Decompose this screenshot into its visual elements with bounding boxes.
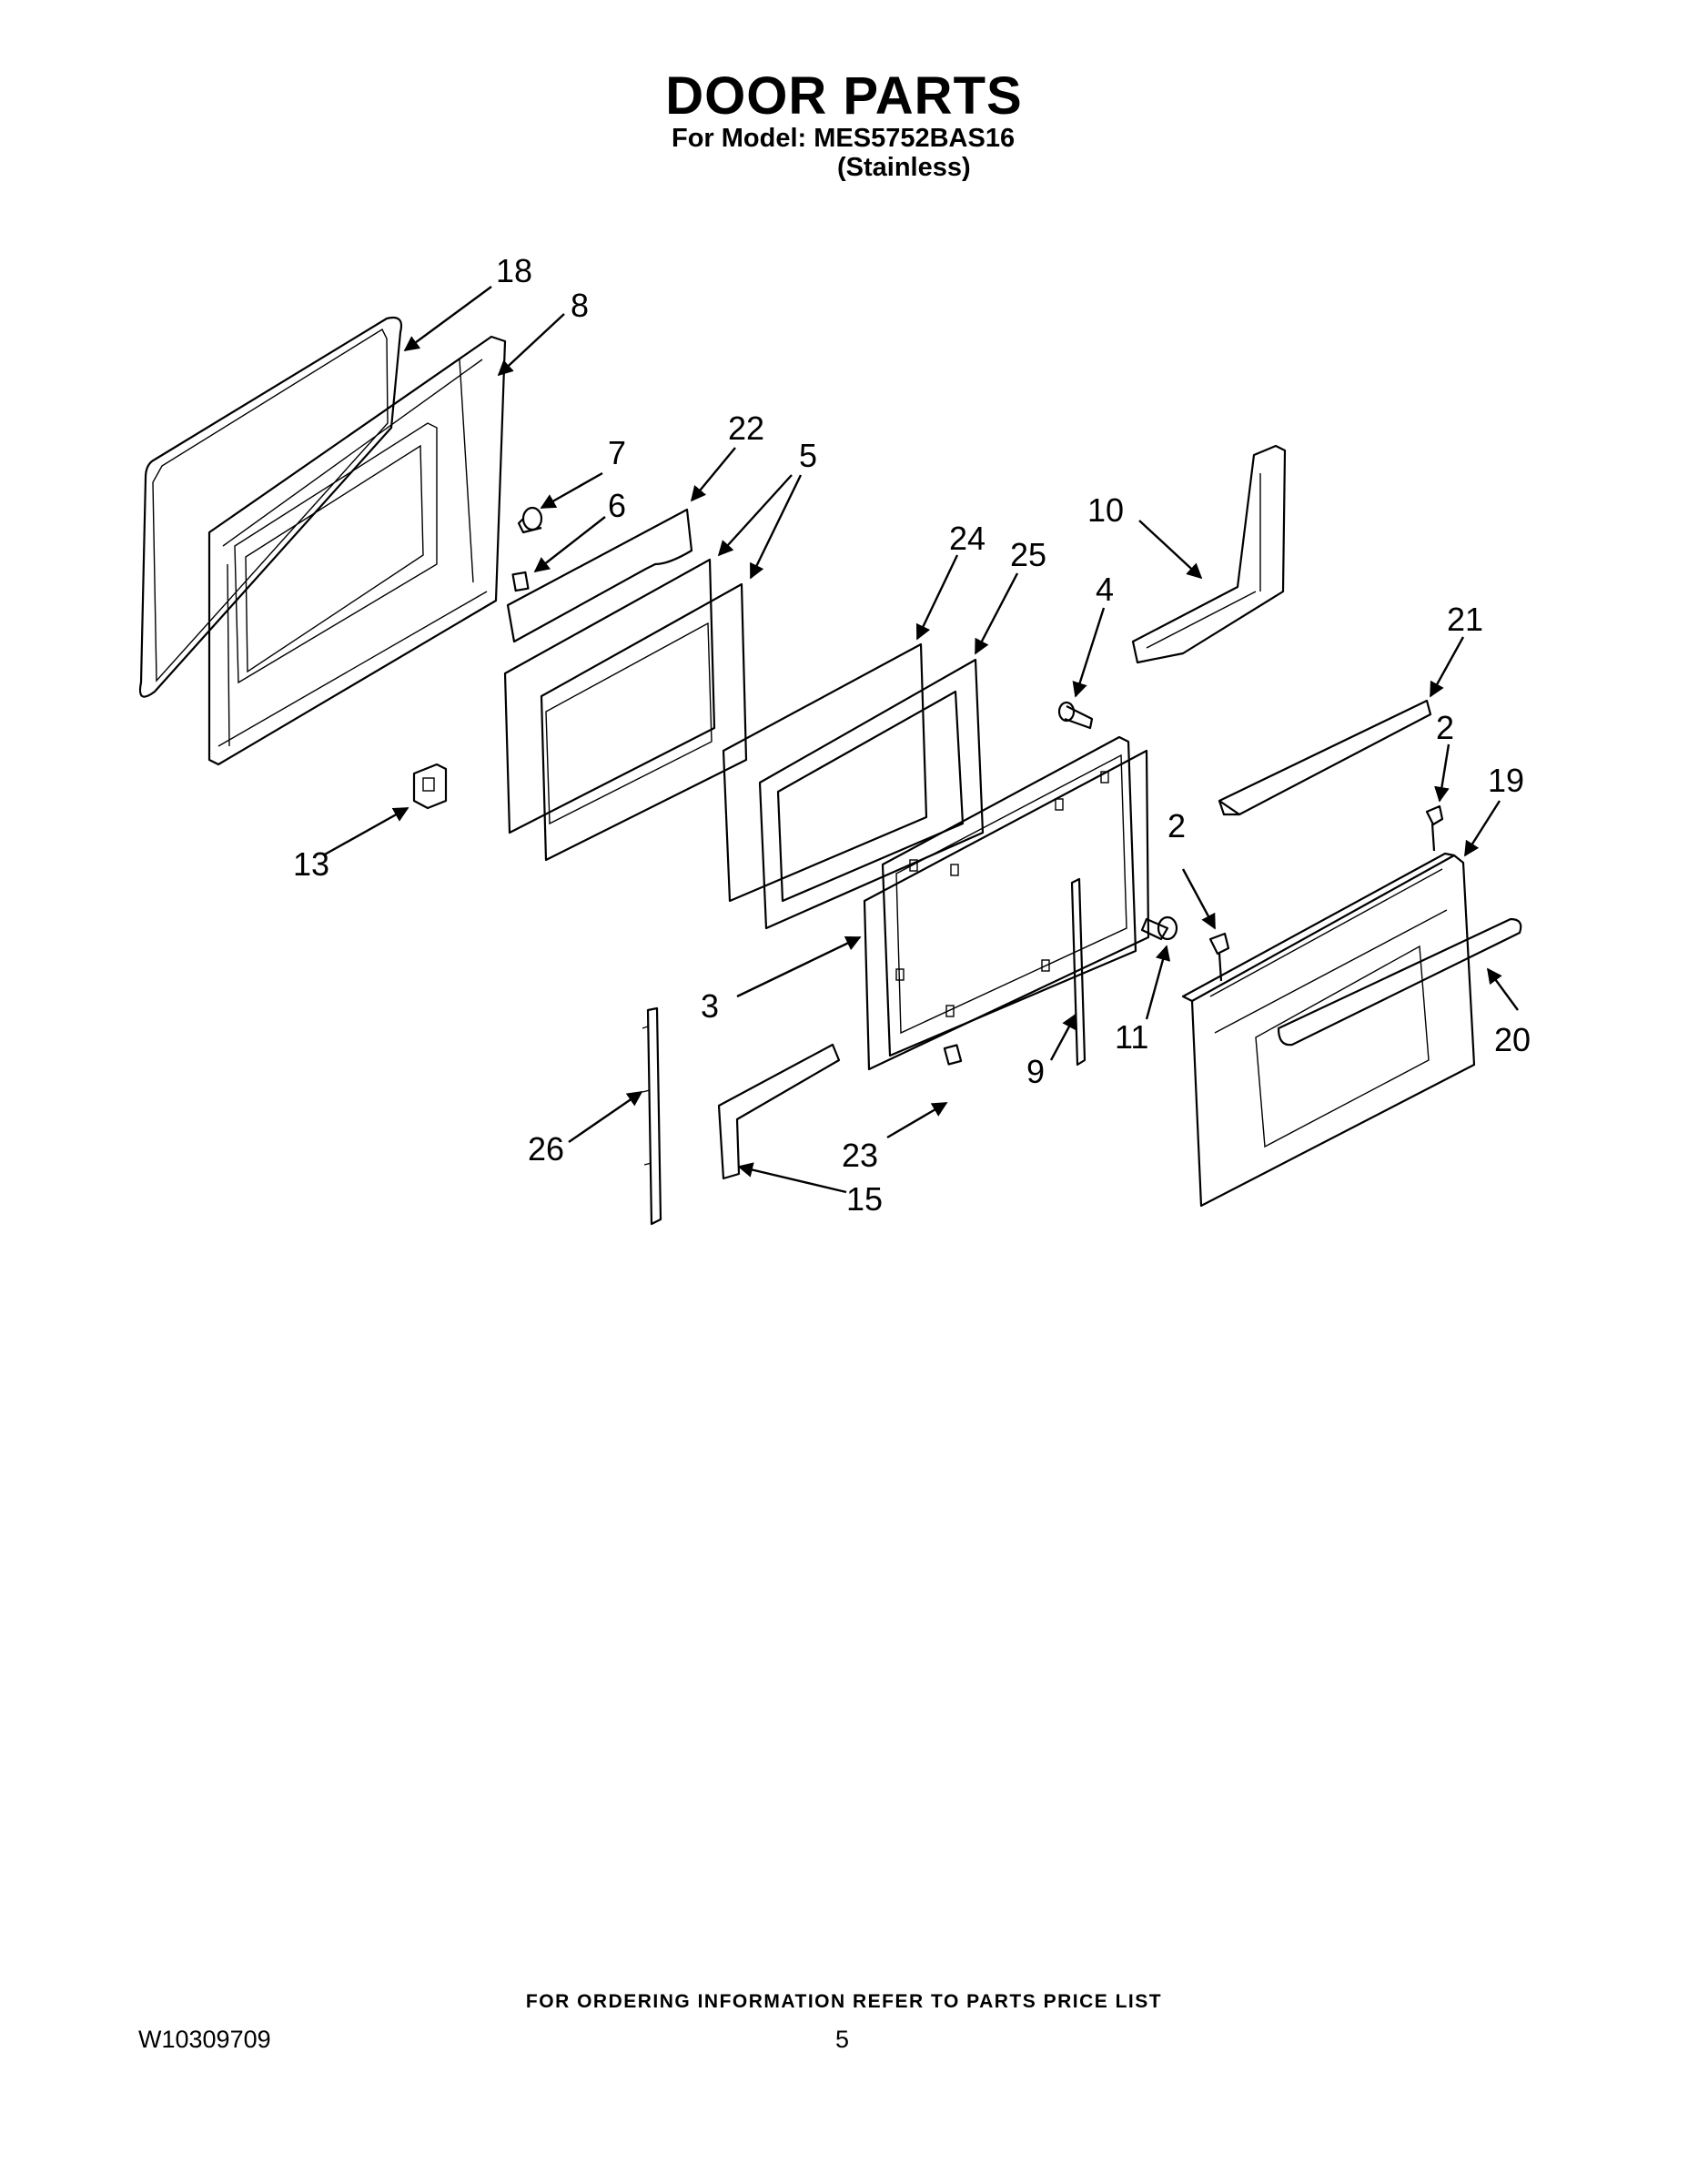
callout-6: 6 bbox=[608, 487, 626, 524]
callout-23: 23 bbox=[842, 1137, 878, 1174]
callout-26: 26 bbox=[528, 1130, 564, 1168]
model-variant: (Stainless) bbox=[837, 153, 971, 182]
callout-24: 24 bbox=[949, 520, 986, 557]
insulation-part bbox=[506, 508, 693, 643]
hinge-receptacle-part bbox=[517, 506, 543, 534]
outer-door-panel-part bbox=[1181, 852, 1476, 1208]
callout-19: 19 bbox=[1488, 762, 1524, 799]
door-gasket-part bbox=[138, 316, 403, 698]
callout-13: 13 bbox=[293, 845, 329, 883]
callout-25: 25 bbox=[1010, 536, 1046, 573]
bracket-part bbox=[717, 1043, 841, 1180]
screw-part bbox=[1057, 701, 1094, 730]
callout-21: 21 bbox=[1447, 601, 1483, 638]
inner-door-liner-part bbox=[207, 335, 507, 766]
callout-15: 15 bbox=[846, 1180, 883, 1218]
callout-3: 3 bbox=[701, 987, 719, 1025]
callout-11: 11 bbox=[1115, 1018, 1148, 1056]
callout-8: 8 bbox=[571, 287, 589, 324]
door-hinge-part bbox=[642, 1006, 662, 1226]
callout-4: 4 bbox=[1096, 571, 1114, 608]
callout-labels: 18 8 7 22 5 6 24 25 10 4 21 2 19 2 13 3 … bbox=[293, 252, 1531, 1218]
clip-part bbox=[943, 1044, 963, 1066]
model-line: For Model: MES5752BAS16 bbox=[672, 124, 1016, 153]
side-channel-part bbox=[1070, 877, 1087, 1067]
inner-glass-part bbox=[503, 558, 748, 862]
door-handle-part bbox=[1277, 917, 1522, 1046]
pad-part bbox=[511, 571, 530, 592]
ordering-note: FOR ORDERING INFORMATION REFER TO PARTS … bbox=[525, 1991, 1163, 2012]
leader-lines bbox=[322, 286, 1519, 1194]
callout-5: 5 bbox=[799, 437, 817, 474]
screw-part-upper bbox=[1425, 804, 1444, 852]
door-panel-part bbox=[863, 735, 1150, 1071]
callout-2-lower: 2 bbox=[1167, 807, 1186, 844]
window-glass-part bbox=[722, 642, 928, 903]
callout-18: 18 bbox=[496, 252, 532, 289]
hinge-screw-part bbox=[1140, 915, 1178, 941]
page-number: 5 bbox=[835, 2026, 850, 2053]
callout-7: 7 bbox=[608, 434, 626, 471]
callout-20: 20 bbox=[1494, 1021, 1531, 1058]
callout-22: 22 bbox=[728, 410, 764, 447]
hinge-stop-part bbox=[412, 763, 448, 810]
document-number: W10309709 bbox=[138, 2026, 271, 2053]
callout-10: 10 bbox=[1087, 491, 1124, 529]
vent-duct-part bbox=[1131, 444, 1287, 664]
trim-strip-part bbox=[1218, 699, 1432, 816]
callout-9: 9 bbox=[1026, 1053, 1045, 1090]
page-title: DOOR PARTS bbox=[665, 66, 1023, 126]
window-frame-part bbox=[758, 658, 985, 930]
callout-2-upper: 2 bbox=[1436, 709, 1454, 746]
